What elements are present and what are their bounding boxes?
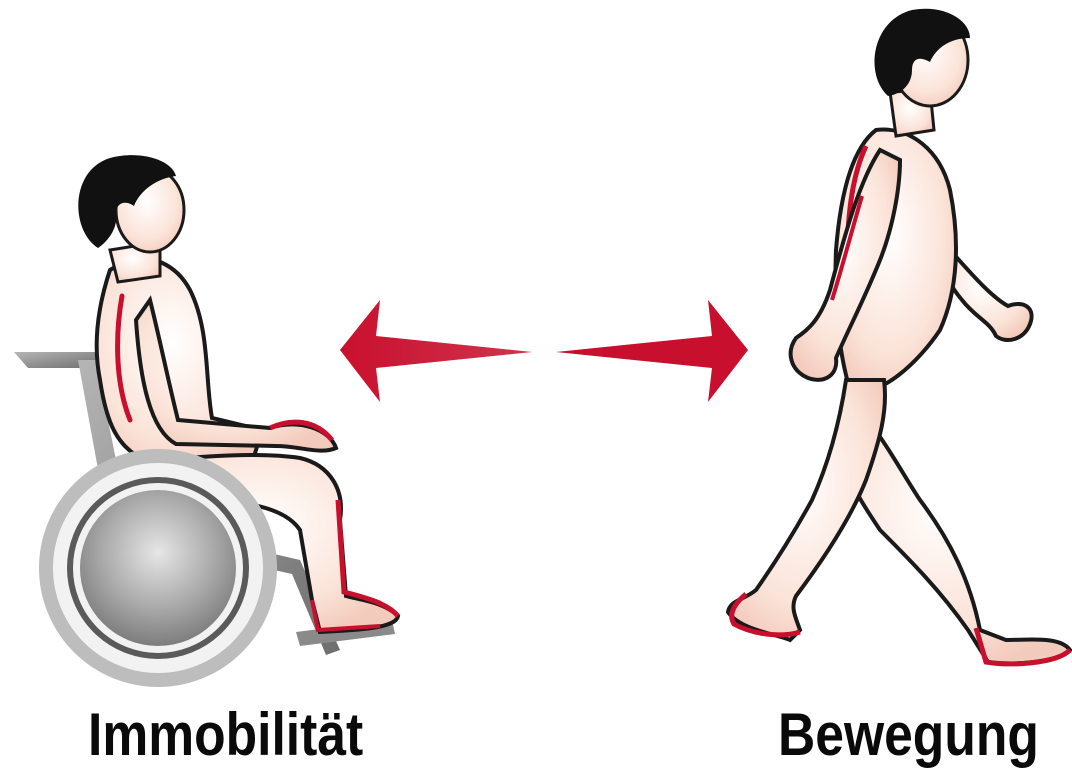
immobility-label: Immobilität: [88, 700, 363, 770]
wheelchair-person-figure: [14, 155, 398, 680]
arrow-right-head: [556, 300, 748, 402]
arrow-left-head: [340, 300, 532, 402]
walking-person-figure: [728, 9, 1070, 664]
double-arrow: [340, 300, 748, 402]
movement-label: Bewegung: [778, 700, 1039, 770]
walking-person-front-leg: [728, 380, 885, 640]
wheelchair-hub: [80, 490, 236, 646]
